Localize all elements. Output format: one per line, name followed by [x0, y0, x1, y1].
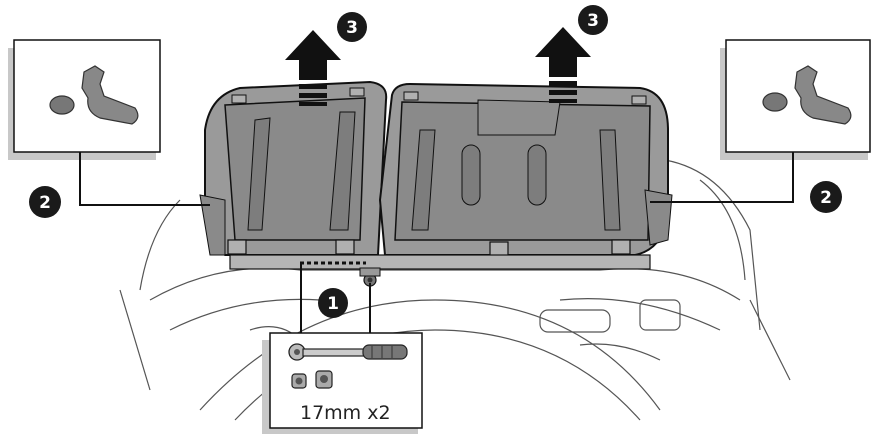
- step-number: 3: [587, 11, 599, 31]
- step-badge-3-right: 3: [578, 5, 608, 35]
- right-seat-back: [378, 82, 673, 257]
- left-clip-leader-line: [79, 152, 210, 206]
- step-badge-1: 1: [318, 288, 348, 318]
- right-clip-callout: [720, 39, 871, 160]
- step-badge-2-left: 2: [29, 186, 61, 218]
- left-clip-callout: [8, 39, 161, 160]
- right-clip-leader-line: [650, 152, 794, 203]
- up-arrow-icon: [285, 30, 341, 106]
- clip-icon: [81, 65, 139, 125]
- step-badge-2-right: 2: [810, 181, 842, 213]
- seat-hinge-bracket: [229, 254, 651, 287]
- step-number: 1: [327, 294, 339, 314]
- socket-icon: [291, 373, 307, 389]
- step-number: 2: [820, 188, 832, 208]
- left-seat-back: [199, 80, 388, 256]
- grommet-icon: [762, 92, 788, 112]
- step-number: 3: [346, 18, 358, 38]
- tool-caption: 17mm x2: [300, 402, 391, 424]
- step-number: 2: [39, 193, 51, 213]
- tool-callout: 17mm x2: [262, 332, 423, 434]
- step-badge-3-left: 3: [337, 12, 367, 42]
- grommet-icon: [49, 95, 75, 115]
- socket-icon: [315, 370, 333, 389]
- ratchet-wrench-icon: [288, 343, 408, 361]
- clip-icon: [794, 65, 852, 125]
- up-arrow-icon: [535, 27, 591, 103]
